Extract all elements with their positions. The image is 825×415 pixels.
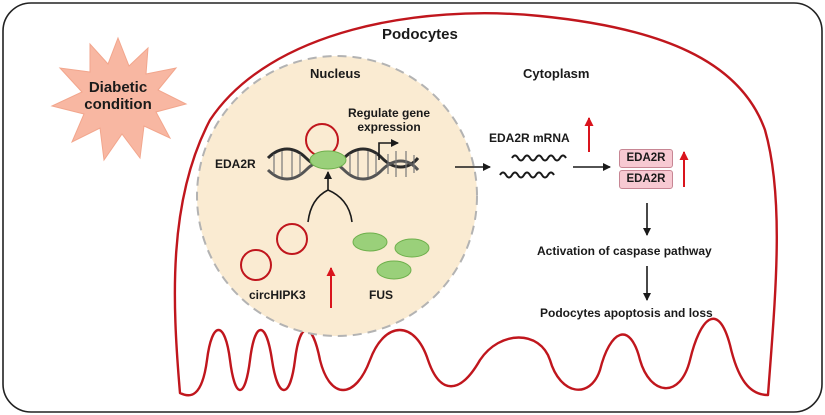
cytoplasm-label: Cytoplasm	[523, 66, 590, 81]
eda2r-protein-box-2: EDA2R	[619, 170, 673, 189]
caspase-step-label: Activation of caspase pathway	[537, 244, 712, 258]
converge-arrow-right	[327, 189, 353, 223]
fus-label: FUS	[369, 288, 393, 302]
fus-protein-icon	[394, 238, 430, 258]
podocyte-cell-membrane	[173, 12, 778, 397]
transcription-start-arrow-icon	[378, 139, 399, 160]
eda2r-protein-box-1: EDA2R	[619, 149, 673, 168]
diabetic-line2: condition	[84, 96, 152, 114]
mrna-squiggle-icon	[499, 154, 567, 179]
nucleus	[196, 55, 478, 337]
circrna-ring-icon	[240, 249, 272, 281]
regulate-line1: Regulate gene	[347, 106, 431, 120]
dna-helix-icon	[266, 147, 420, 181]
converge-arrow-left	[307, 171, 332, 223]
diabetic-condition-label: Diabetic condition	[78, 79, 158, 114]
regulate-line2: expression	[357, 119, 421, 134]
mrna-label: EDA2R mRNA	[489, 131, 570, 145]
fus-protein-icon	[352, 232, 388, 252]
diabetic-starburst	[50, 36, 188, 162]
gene-label: EDA2R	[215, 157, 256, 171]
fus-protein-icon	[376, 260, 412, 280]
circrna-ring-icon	[276, 223, 308, 255]
diabetic-line1: Diabetic	[88, 79, 148, 96]
apoptosis-step-label: Podocytes apoptosis and loss	[540, 306, 713, 320]
nucleus-label: Nucleus	[310, 66, 361, 81]
regulate-label: Regulate gene expression	[334, 106, 444, 135]
fus-protein-icon	[309, 150, 347, 170]
diagram-title: Podocytes	[382, 26, 458, 43]
circrna-label: circHIPK3	[249, 288, 306, 302]
